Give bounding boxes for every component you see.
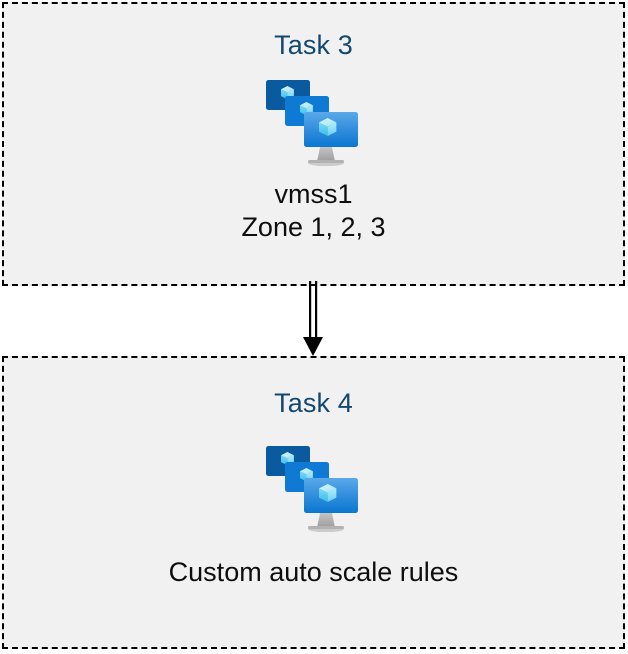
task-4-caption: Custom auto scale rules <box>169 556 459 589</box>
task-3-title: Task 3 <box>274 30 353 60</box>
task-4-caption-line-1: Custom auto scale rules <box>168 557 459 587</box>
down-arrow-icon <box>303 281 323 356</box>
vm-scale-set-icon <box>262 76 366 167</box>
connector-task3-to-task4 <box>297 281 331 361</box>
vm-scale-set-icon-svg <box>265 80 358 167</box>
task-4-title: Task 4 <box>274 388 353 418</box>
vm-scale-set-icon-svg <box>265 446 358 533</box>
task-3-caption: vmss1 Zone 1, 2, 3 <box>241 178 385 244</box>
vm-scale-set-icon <box>262 442 366 533</box>
task-box-task-4[interactable]: Task 4 <box>2 356 625 649</box>
task-box-task-3[interactable]: Task 3 <box>2 2 625 286</box>
task-3-caption-line-1: vmss1 <box>274 179 353 209</box>
task-3-caption-line-2: Zone 1, 2, 3 <box>241 212 386 242</box>
